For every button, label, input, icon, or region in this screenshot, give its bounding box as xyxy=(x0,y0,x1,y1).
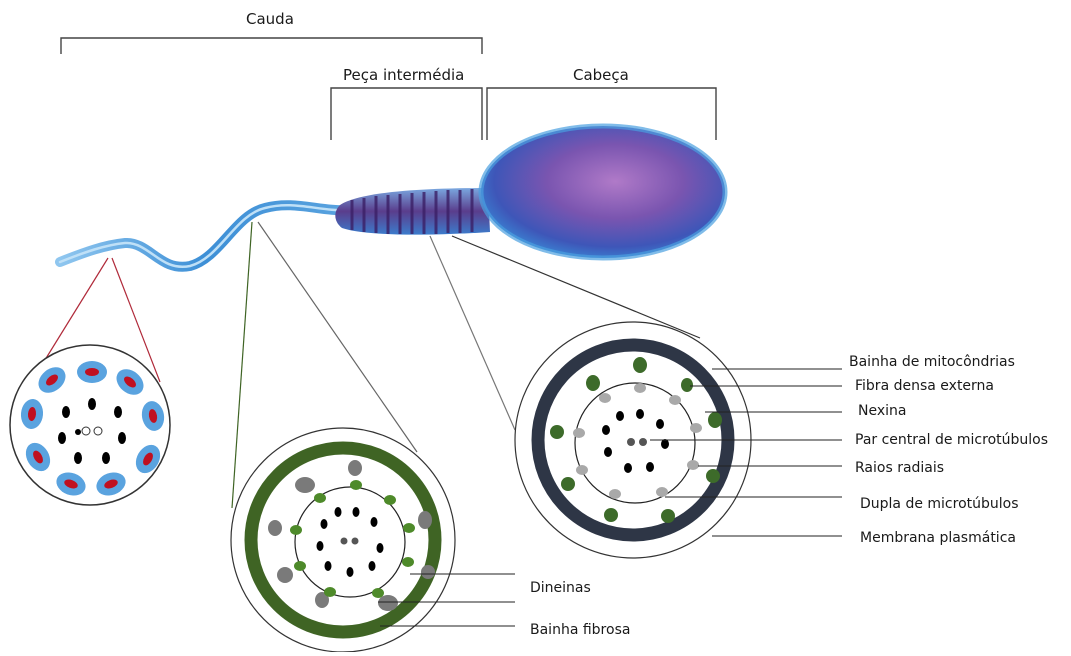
label-dupla-microtubulos: Dupla de microtúbulos xyxy=(860,496,1019,512)
label-cabeca: Cabeça xyxy=(573,67,629,83)
sperm-midpiece xyxy=(335,188,490,235)
label-cauda: Cauda xyxy=(246,11,294,27)
label-par-central-microtubulos: Par central de microtúbulos xyxy=(855,432,1048,448)
label-peca-intermedia: Peça intermédia xyxy=(343,67,464,83)
sperm-tail xyxy=(60,205,350,267)
label-fibra-densa-externa: Fibra densa externa xyxy=(855,378,994,394)
bracket-peca-intermedia xyxy=(331,88,482,140)
label-bainha-fibrosa: Bainha fibrosa xyxy=(530,622,630,638)
label-bainha-mitocondrias: Bainha de mitocôndrias xyxy=(849,354,1015,370)
bracket-cauda xyxy=(61,38,482,54)
sperm-head xyxy=(481,126,725,258)
cross-section-midpiece xyxy=(515,322,842,558)
label-membrana-plasmatica: Membrana plasmática xyxy=(860,530,1016,546)
label-dineinas: Dineinas xyxy=(530,580,591,596)
label-raios-radiais: Raios radiais xyxy=(855,460,944,476)
label-nexina: Nexina xyxy=(858,403,906,419)
cross-section-principal-piece xyxy=(231,428,515,652)
cross-section-tail-end xyxy=(10,345,170,505)
